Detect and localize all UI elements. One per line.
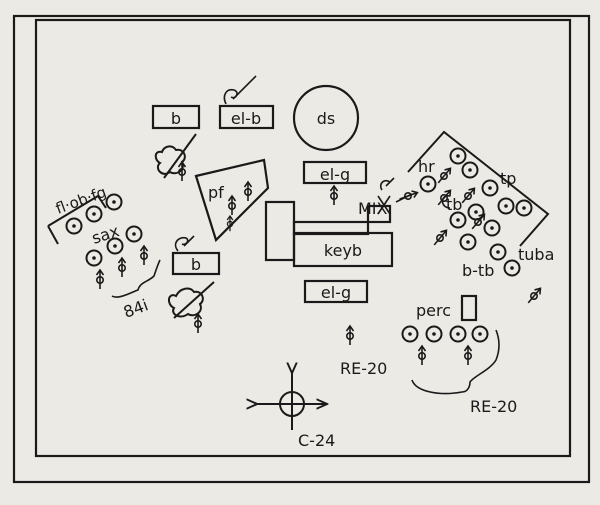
re20-right-label: RE-20 <box>470 397 517 416</box>
keyboard-setup: keyb <box>264 200 394 268</box>
keyboard-label: keyb <box>324 241 362 260</box>
electric-bass: el-b <box>218 104 275 130</box>
piano-label: pf <box>208 183 224 202</box>
re20-center-mic: RE-20 <box>340 325 387 378</box>
horn-label: hr <box>418 157 435 176</box>
percussion: perc RE-20 <box>401 294 517 416</box>
double-bass-top-icon <box>154 133 197 182</box>
brass-section: hr tp tb tuba b-tb <box>395 130 554 306</box>
woodwinds-section: fl·ob·fg sax 84i <box>47 183 161 322</box>
guitar-top-mic-icon <box>329 185 339 206</box>
studio-inner-border <box>34 18 572 458</box>
bass-trombone-label: b-tb <box>462 261 494 280</box>
electric-guitar-top: el-g <box>302 160 368 185</box>
electric-guitar-bottom: el-g <box>303 279 369 304</box>
bass-top-label: b <box>171 109 181 128</box>
bass-left-label: b <box>191 255 201 274</box>
mix-box <box>366 204 392 224</box>
piano: pf <box>194 158 270 243</box>
el-b-mic-icon <box>223 75 257 105</box>
trumpet-label: tp <box>500 169 516 188</box>
trombone-label: tb <box>446 195 462 214</box>
c24-stereo-mic-icon: C-24 <box>256 372 335 450</box>
double-bass-left-icon <box>168 281 215 334</box>
sax-label: sax <box>89 221 121 248</box>
electric-guitar-bottom-label: el-g <box>321 283 351 302</box>
drums-label: ds <box>317 109 336 128</box>
c24-label: C-24 <box>298 431 335 450</box>
bass-left: b <box>171 251 221 276</box>
mix-label: MIX <box>358 199 388 218</box>
tuba-label: tuba <box>518 245 554 264</box>
electric-bass-label: el-b <box>231 109 261 128</box>
percussion-label: perc <box>416 301 451 320</box>
bass-left-mic-icon <box>174 235 195 252</box>
electric-guitar-top-label: el-g <box>320 165 350 184</box>
drums: ds <box>292 84 360 152</box>
bass-top: b <box>151 104 201 130</box>
studio-outer-border <box>12 14 591 484</box>
mic-84i-label: 84i <box>121 295 151 321</box>
mix-mic-icon <box>379 177 395 191</box>
re20-center-label: RE-20 <box>340 359 387 378</box>
